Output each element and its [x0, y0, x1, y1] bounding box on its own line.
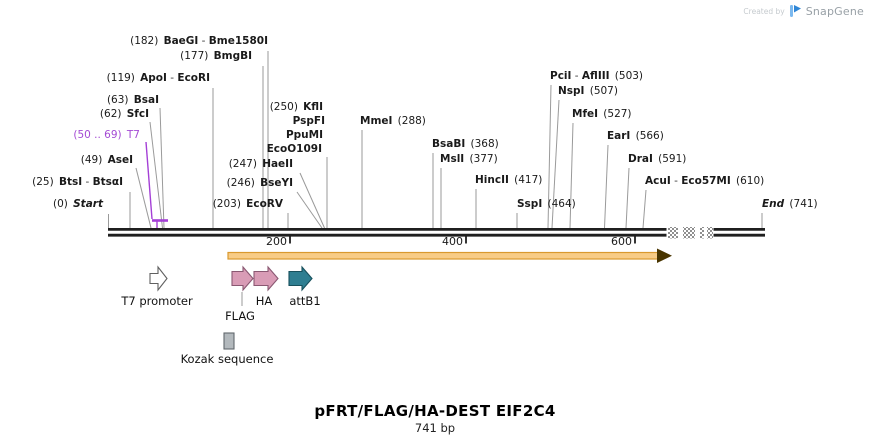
- connector-asei: [135, 167, 152, 229]
- connector-bsai: [159, 107, 165, 229]
- ruler-hatch-block-0: [668, 227, 678, 239]
- site-label-kfli: (250) KflI: [269, 101, 323, 113]
- site-label-bsabi: BsaBI (368): [432, 138, 499, 150]
- snapgene-logo-icon: [789, 5, 801, 17]
- site-label-nspi: NspI (507): [558, 85, 618, 97]
- ruler-tick-label-400: 400: [442, 235, 463, 248]
- feature-arrow-flag: [231, 265, 254, 292]
- ruler-hatch-block-1: [683, 227, 695, 239]
- connector-sfci: [149, 121, 163, 229]
- site-label-drai: DraI (591): [628, 153, 687, 165]
- site-label-acui: AcuI - Eco57MI (610): [645, 175, 765, 187]
- site-label-pspfi: PspFI: [292, 115, 325, 127]
- created-by-label: Created by: [743, 6, 785, 16]
- site-label-sspi: SspI (464): [517, 198, 576, 210]
- site-label-eari: EarI (566): [607, 130, 664, 142]
- feature-label-attb1: attB1: [289, 294, 321, 308]
- site-label-baegi: (182) BaeGI - Bme1580I: [130, 35, 268, 47]
- ruler-hatch-block-3: [707, 227, 713, 239]
- feature-arrow-ha: [253, 265, 279, 292]
- site-label-mfei: MfeI (527): [572, 108, 632, 120]
- site-label-ecoo109i: EcoO109I: [266, 143, 322, 155]
- site-label-pcii: PciI - AflIII (503): [550, 70, 644, 82]
- connector-drai: [625, 167, 630, 229]
- site-label-hincii: HincII (417): [475, 174, 543, 186]
- site-label-btsi: (25) BtsI - BtsαI: [32, 176, 123, 188]
- site-label-sfci: (62) SfcI: [99, 108, 149, 120]
- site-label-bmgbi: (177) BmgBI: [180, 50, 252, 62]
- plasmid-length: 741 bp: [414, 421, 456, 435]
- site-label-t7-region: (50 .. 69) T7: [73, 129, 140, 141]
- site-label-asei: (49) AseI: [80, 154, 133, 166]
- connector-bseyi: [296, 191, 323, 229]
- snapgene-watermark: Created by SnapGene: [743, 4, 864, 18]
- connector-acui: [642, 189, 647, 229]
- ruler-tick-label-600: 600: [611, 235, 632, 248]
- feature-label-ha: HA: [255, 294, 273, 308]
- site-label-start: (0) Start: [53, 198, 103, 210]
- snapgene-brand-label: SnapGene: [805, 4, 864, 18]
- site-label-end: End (741): [762, 198, 818, 210]
- ruler-hatch-block-2: [700, 227, 704, 239]
- feature-arrow-attb1: [288, 265, 313, 292]
- feature-label-kozak: Kozak sequence: [180, 352, 274, 366]
- site-label-ppumi: PpuMI: [285, 129, 323, 141]
- feature-arrow-t7-promoter: [149, 265, 168, 292]
- connector-nspi: [551, 99, 560, 229]
- site-label-mmei: MmeI (288): [360, 115, 426, 127]
- site-label-bseyi: (246) BseYI: [226, 177, 293, 189]
- orf-arrow-head: [657, 248, 672, 263]
- t7-connector-line: [145, 141, 153, 220]
- site-label-ecorv: (203) EcoRV: [212, 198, 283, 210]
- connector-haeii: [299, 172, 325, 229]
- connector-pcii: [547, 84, 552, 229]
- site-label-apoi: (119) ApoI - EcoRI: [106, 72, 210, 84]
- feature-label-t7-promoter: T7 promoter: [121, 294, 193, 308]
- orf-arrow-body: [227, 251, 660, 260]
- connector-mfei: [569, 122, 574, 229]
- site-label-bsai: (63) BsaI: [106, 94, 159, 106]
- site-label-haeii: (247) HaeII: [228, 158, 293, 170]
- connector-eari: [604, 144, 609, 229]
- feature-box-kozak: [223, 332, 235, 350]
- site-label-msli: MslI (377): [440, 153, 498, 165]
- feature-label-flag: FLAG: [225, 309, 255, 323]
- plasmid-name: pFRT/FLAG/HA-DEST EIF2C4: [314, 402, 556, 420]
- ruler-tick-label-200: 200: [266, 235, 287, 248]
